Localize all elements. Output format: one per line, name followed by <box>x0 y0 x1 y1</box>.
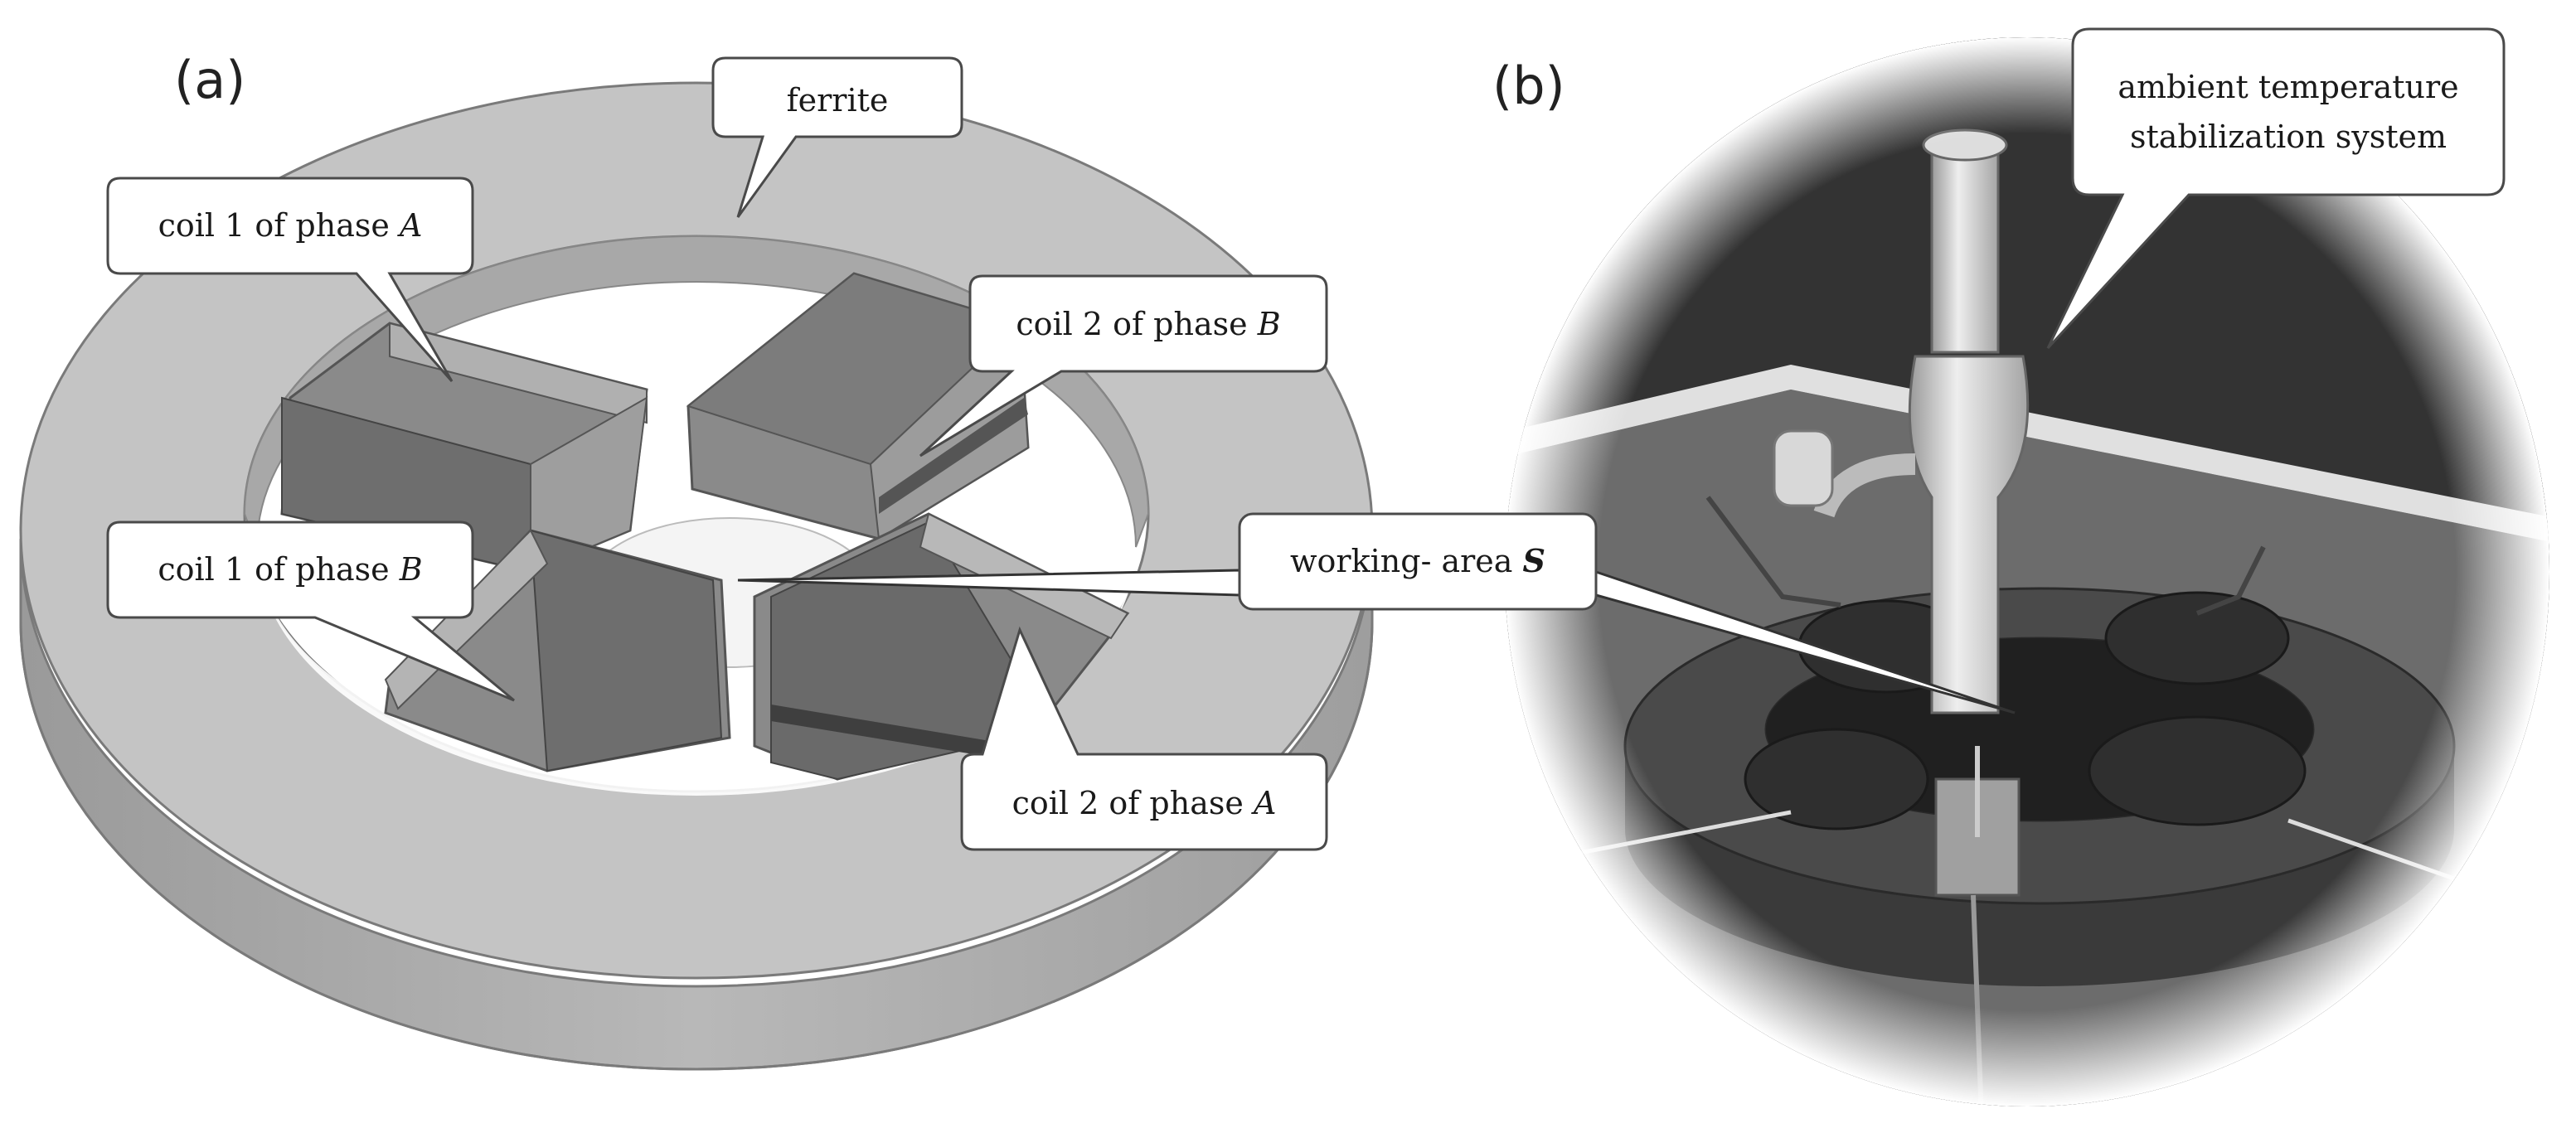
panel-label-b: (b) <box>1492 56 1565 116</box>
callout-coil-2-phase-b: coil 2 of phase B <box>919 274 1328 458</box>
svg-text:coil 2 of phase A: coil 2 of phase A <box>1012 785 1277 821</box>
callout-working-area: working- area S <box>737 512 2016 714</box>
callout-coil-1-phase-a: coil 1 of phase A <box>106 177 474 382</box>
callout-ferrite: ferrite <box>711 56 963 218</box>
panel-label-a: (a) <box>174 50 245 110</box>
callout-coil-2-phase-a: coil 2 of phase A <box>960 626 1328 851</box>
svg-text:ambient temperature: ambient temperature <box>2118 69 2458 105</box>
svg-text:coil 1 of phase A: coil 1 of phase A <box>158 207 423 244</box>
experimental-setup-photo <box>1505 37 2549 1106</box>
svg-text:ferrite: ferrite <box>787 82 889 119</box>
svg-text:working- area S: working- area S <box>1290 542 1545 579</box>
callout-coil-1-phase-b: coil 1 of phase B <box>106 521 515 702</box>
svg-text:coil 1 of phase B: coil 1 of phase B <box>158 551 422 588</box>
svg-text:coil 2 of phase B: coil 2 of phase B <box>1016 306 1280 342</box>
callout-ambient-temperature-system: ambient temperature stabilization system <box>2046 27 2506 350</box>
svg-text:stabilization system: stabilization system <box>2130 119 2447 155</box>
